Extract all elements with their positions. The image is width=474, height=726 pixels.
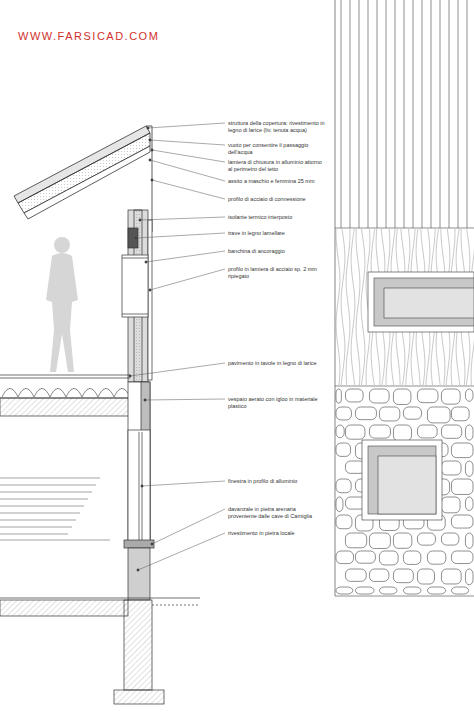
leader-line bbox=[148, 123, 225, 128]
leader-dot bbox=[149, 139, 151, 141]
leader-line bbox=[152, 180, 225, 199]
callout-label: trave in legno lamellare bbox=[228, 230, 326, 237]
leader-line bbox=[150, 269, 225, 290]
leader-line bbox=[150, 140, 225, 145]
leader-line bbox=[138, 533, 225, 570]
leader-line bbox=[146, 251, 225, 262]
callout-label: struttura della copertura: rivestimento … bbox=[228, 120, 326, 134]
leader-dot bbox=[151, 179, 153, 181]
leader-dot bbox=[151, 149, 153, 151]
floor bbox=[0, 375, 130, 416]
leader-line bbox=[152, 509, 225, 544]
callout-label: isolante termico interposto bbox=[228, 214, 326, 221]
leader-dot bbox=[139, 219, 141, 221]
callout-label: assito a maschio e femmina 25 mm bbox=[228, 178, 326, 185]
callout-label: vespaio aerato con igloo in materiale pl… bbox=[228, 396, 326, 410]
leader-dot bbox=[129, 375, 131, 377]
leader-lines bbox=[129, 123, 225, 571]
igloo-vault bbox=[2, 389, 130, 398]
upper-wall bbox=[122, 210, 152, 382]
leader-dot bbox=[149, 289, 151, 291]
leader-dot bbox=[144, 399, 146, 401]
person-figure bbox=[46, 237, 78, 372]
leader-dot bbox=[141, 485, 143, 487]
callout-label: pavimento in tavole in legno di larice bbox=[228, 360, 326, 367]
callout-label: banchina di ancoraggio bbox=[228, 248, 326, 255]
leader-line bbox=[142, 481, 225, 486]
leader-dot bbox=[135, 237, 137, 239]
leader-dot bbox=[137, 569, 139, 571]
leader-line bbox=[130, 363, 225, 376]
staircase bbox=[0, 478, 110, 540]
callout-label: vuoto per consentire il passaggio dell'a… bbox=[228, 142, 326, 156]
leader-line bbox=[150, 160, 225, 181]
leader-line bbox=[140, 217, 225, 220]
callout-label: lamiera di chiusura in alluminio attorno… bbox=[228, 159, 326, 173]
leader-dot bbox=[145, 261, 147, 263]
watermark: WWW.FARSICAD.COM bbox=[18, 30, 159, 42]
stone-wall bbox=[124, 382, 154, 600]
callout-label: finestra in profilo di alluminio bbox=[228, 478, 326, 485]
callout-label: davanzale in pietra arenaria proveniente… bbox=[228, 506, 326, 520]
leader-dot bbox=[147, 127, 149, 129]
foundation bbox=[0, 598, 200, 704]
leader-line bbox=[136, 233, 225, 238]
leader-line bbox=[152, 150, 225, 162]
leader-dot bbox=[149, 159, 151, 161]
callout-label: profilo in lamiera di acciaio sp. 2 mm r… bbox=[228, 266, 326, 280]
callout-label: profilo di acciaio di connessione bbox=[228, 196, 326, 203]
callout-label: rivestimento in pietra locale bbox=[228, 530, 326, 537]
leader-dot bbox=[151, 543, 153, 545]
leader-line bbox=[145, 399, 225, 400]
elevation bbox=[335, 0, 474, 596]
